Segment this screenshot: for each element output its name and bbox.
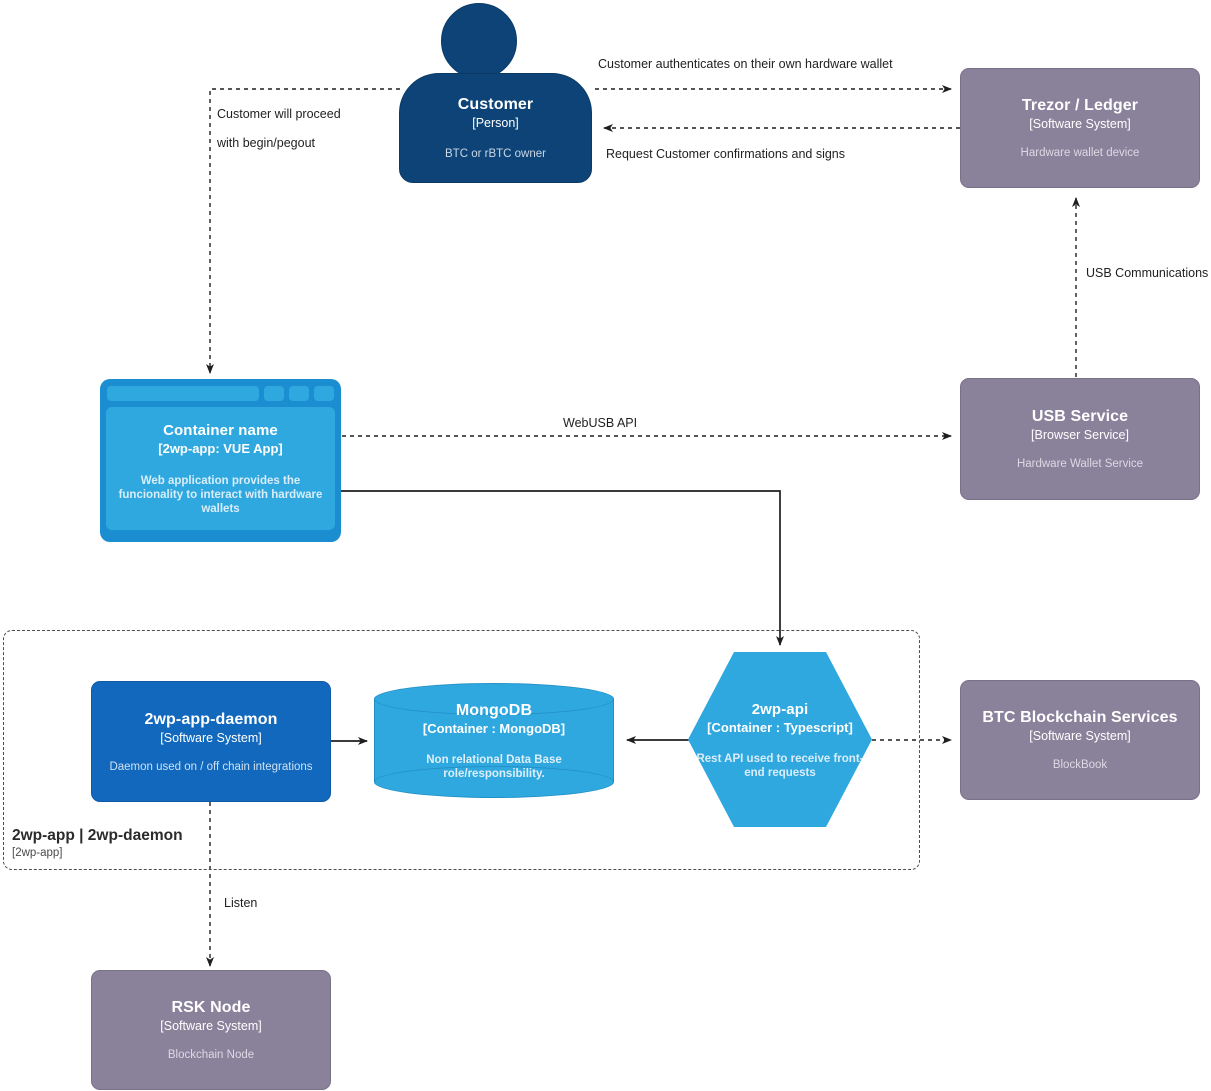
node-trezor-ledger[interactable]: Trezor / Ledger [Software System] Hardwa… [960,68,1200,188]
boundary-label: 2wp-app | 2wp-daemon [2wp-app] [12,826,342,861]
api-description: Rest API used to receive front-end reque… [696,752,864,779]
mongodb-label-group: MongoDB [Container : MongoDB] Non relati… [374,683,614,798]
edge-label-trezor-to-customer: Request Customer confirmations and signs [606,147,846,161]
browser-address-bar[interactable] [107,386,259,401]
person-head-icon [441,3,517,79]
container-app-description: Web application provides the funcionalit… [118,475,323,515]
trezor-ledger-title: Trezor / Ledger [1021,97,1139,114]
daemon-type: [Software System] [160,730,262,745]
node-container-app[interactable]: Container name [2wp-app: VUE App] Web ap… [100,379,341,542]
browser-button-two-icon[interactable] [289,386,309,401]
edge-customer-to-container [206,88,400,374]
node-mongodb[interactable]: MongoDB [Container : MongoDB] Non relati… [374,683,614,798]
mongodb-description: Non relational Data Base role/responsibi… [426,753,562,780]
btc-blockchain-type: [Software System] [1029,729,1131,743]
mongodb-title: MongoDB [455,701,533,719]
edge-label-daemon-to-rsk-node: Listen [224,896,258,910]
daemon-title: 2wp-app-daemon [144,710,278,728]
node-btc-blockchain-services[interactable]: BTC Blockchain Services [Software System… [960,680,1200,800]
usb-service-title: USB Service [1031,408,1129,425]
usb-service-type: [Browser Service] [1031,428,1129,442]
mongodb-type: [Container : MongoDB] [422,720,566,736]
edge-label-customer-to-container-line1: Customer will proceed [217,107,341,121]
btc-blockchain-title: BTC Blockchain Services [982,709,1178,726]
person-body: Customer [Person] BTC or rBTC owner [399,73,592,183]
rsk-node-description: Blockchain Node [167,1049,255,1061]
browser-button-three-icon[interactable] [314,386,334,401]
customer-description: BTC or rBTC owner [445,148,546,160]
edge-label-customer-to-trezor: Customer authenticates on their own hard… [598,57,893,71]
trezor-ledger-description: Hardware wallet device [1020,147,1140,159]
daemon-description: Daemon used on / off chain integrations [109,760,313,773]
boundary-2wp-app [3,630,920,870]
cylinder-top-ellipse [374,683,614,715]
boundary-name: 2wp-app | 2wp-daemon [12,827,183,844]
browser-button-one-icon[interactable] [264,386,284,401]
node-usb-service[interactable]: USB Service [Browser Service] Hardware W… [960,378,1200,500]
node-2wp-app-daemon[interactable]: 2wp-app-daemon [Software System] Daemon … [91,681,331,802]
container-app-title: Container name [163,422,278,439]
container-app-type: [2wp-app: VUE App] [158,441,283,456]
usb-service-description: Hardware Wallet Service [1016,458,1144,470]
customer-type: [Person] [472,116,519,130]
api-title: 2wp-api [751,700,809,718]
edge-label-customer-to-container-line2: with begin/pegout [217,136,315,150]
browser-titlebar [106,385,335,402]
customer-title: Customer [457,96,534,113]
cylinder-bottom-ellipse [374,766,614,798]
edge-label-container-to-usb-service: WebUSB API [563,416,638,430]
rsk-node-title: RSK Node [171,999,251,1016]
boundary-type: [2wp-app] [12,847,63,859]
node-2wp-api[interactable]: 2wp-api [Container : Typescript] Rest AP… [688,652,872,827]
edge-container-to-api [341,490,784,646]
btc-blockchain-description: BlockBook [1052,759,1108,771]
node-rsk-node[interactable]: RSK Node [Software System] Blockchain No… [91,970,331,1090]
api-type: [Container : Typescript] [707,719,853,735]
node-customer[interactable]: Customer [Person] BTC or rBTC owner [399,3,592,183]
rsk-node-type: [Software System] [160,1019,262,1033]
edge-label-usb-service-to-trezor: USB Communications [1086,266,1209,280]
browser-content: Container name [2wp-app: VUE App] Web ap… [106,407,335,530]
trezor-ledger-type: [Software System] [1029,117,1131,131]
